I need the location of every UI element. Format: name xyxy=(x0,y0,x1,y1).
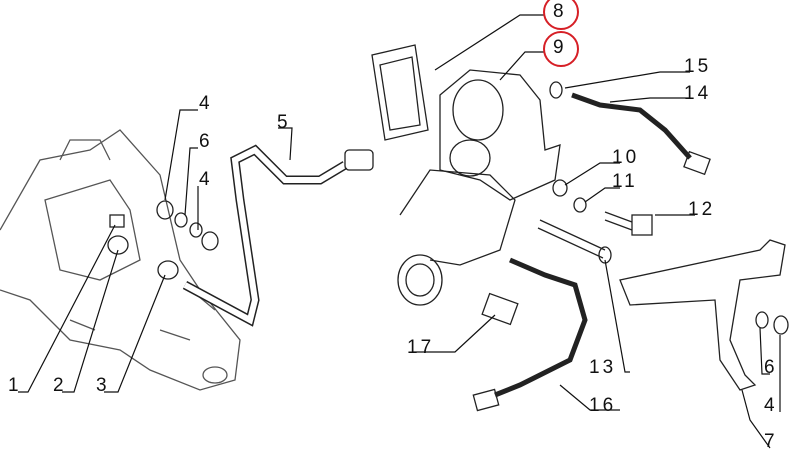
callout-16[interactable]: 16 xyxy=(589,395,617,416)
highlight-circle-9 xyxy=(543,31,579,67)
thermostat-housing-drawing xyxy=(397,69,561,306)
gasket-drawing xyxy=(371,44,429,141)
callout-7[interactable]: 7 xyxy=(764,431,778,449)
callout-12[interactable]: 12 xyxy=(688,199,716,220)
callout-14[interactable]: 14 xyxy=(684,83,712,104)
callout-5[interactable]: 5 xyxy=(277,112,291,133)
callout-4[interactable]: 4 xyxy=(199,169,213,190)
engine-block-drawing xyxy=(0,129,241,391)
callout-10[interactable]: 10 xyxy=(612,147,640,168)
callout-4[interactable]: 4 xyxy=(199,93,213,114)
leader-lines xyxy=(18,14,781,449)
bracket-drawing xyxy=(619,239,786,391)
washers-left-drawing xyxy=(156,200,219,251)
callout-6[interactable]: 6 xyxy=(199,131,213,152)
callout-11[interactable]: 11 xyxy=(612,171,638,192)
callout-4[interactable]: 4 xyxy=(764,395,778,416)
callout-6[interactable]: 6 xyxy=(764,357,778,378)
callout-9[interactable]: 9 xyxy=(553,37,567,58)
callout-3[interactable]: 3 xyxy=(96,375,110,396)
callout-13[interactable]: 13 xyxy=(589,357,617,378)
callout-8[interactable]: 8 xyxy=(553,1,567,22)
highlight-circle-8 xyxy=(543,0,579,30)
callout-15[interactable]: 15 xyxy=(684,56,712,77)
callout-1[interactable]: 1 xyxy=(8,375,22,396)
callout-17[interactable]: 17 xyxy=(407,337,435,358)
callout-2[interactable]: 2 xyxy=(53,375,67,396)
